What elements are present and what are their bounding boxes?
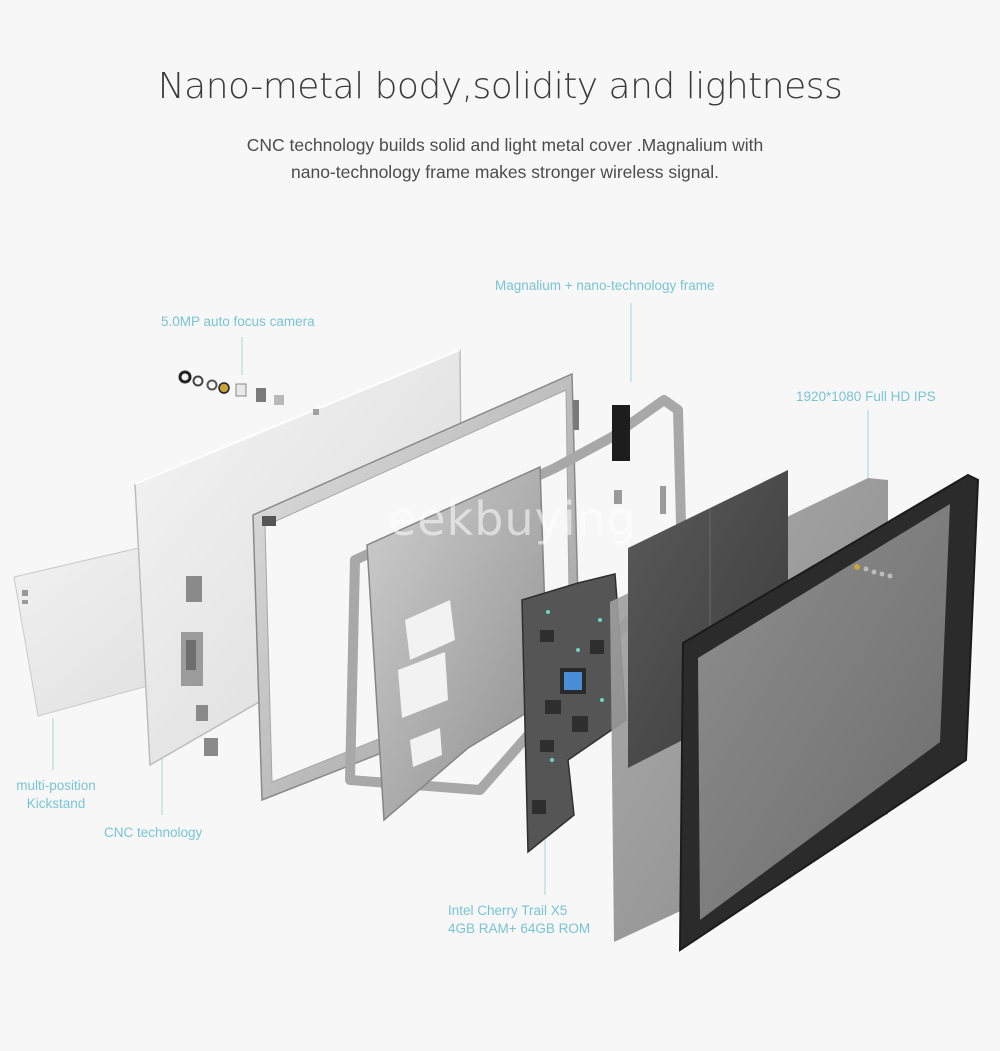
mainboard-part — [521, 573, 627, 854]
page-title: Nano-metal body,solidity and lightness — [157, 66, 843, 107]
camera-callout-label: 5.0MP auto focus camera — [161, 314, 315, 329]
cpu-callout-label: Intel Cherry Trail X5 4GB RAM+ 64GB ROM — [448, 902, 590, 938]
cpu-label-line-1: Intel Cherry Trail X5 — [448, 903, 568, 918]
page-subtitle: CNC technology builds solid and light me… — [150, 132, 860, 186]
cpu-label-line-2: 4GB RAM+ 64GB ROM — [448, 921, 591, 936]
display-callout-label: 1920*1080 Full HD IPS — [796, 389, 936, 404]
cnc-callout-label: CNC technology — [104, 825, 203, 840]
internal-plate-part — [366, 465, 549, 822]
subtitle-line-1: CNC technology builds solid and light me… — [246, 135, 764, 155]
frame-callout-label: Magnalium + nano-technology frame — [495, 278, 715, 293]
subtitle-line-2: nano-technology frame makes stronger wir… — [291, 162, 719, 182]
callout-lines — [52, 303, 869, 895]
camera-module-parts — [178, 370, 284, 405]
front-display-part — [678, 473, 980, 952]
kickstand-label-line-2: Kickstand — [26, 796, 86, 811]
kickstand-label-line-1: multi-position — [16, 778, 96, 793]
watermark-text: eekbuying — [388, 492, 637, 546]
kickstand-callout-label: multi-position Kickstand — [6, 777, 106, 813]
